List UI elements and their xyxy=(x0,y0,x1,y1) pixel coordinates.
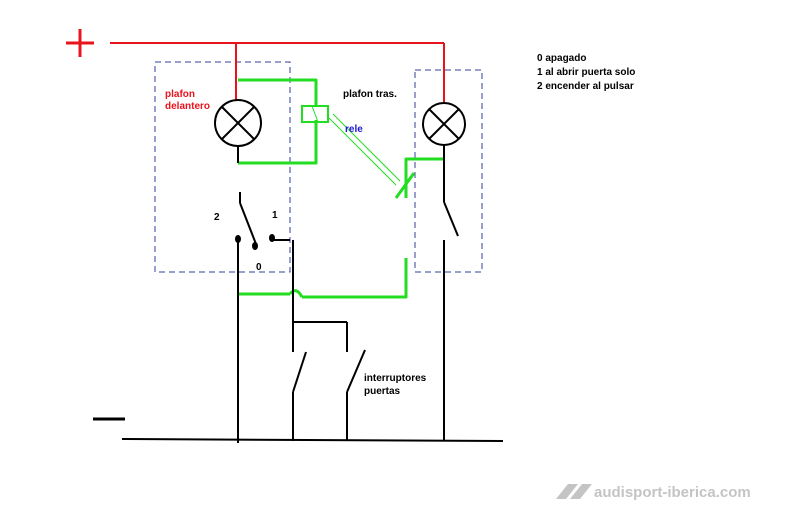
switch-contacts xyxy=(235,234,275,250)
rear-lamp-box xyxy=(414,69,483,273)
door-switches-label-line1: interruptores xyxy=(364,373,427,384)
ground-wiring xyxy=(121,145,504,443)
relay-label: rele xyxy=(345,124,363,135)
door-switches-label-line2: puertas xyxy=(364,386,401,397)
front-lamp-label-line2: delantero xyxy=(165,101,210,112)
front-lamp-label-line1: plafon xyxy=(165,89,195,100)
watermark-logo xyxy=(556,484,592,499)
positive-symbol xyxy=(66,29,94,57)
rear-lamp-label: plafon tras. xyxy=(343,89,397,100)
relay-wire xyxy=(238,78,444,299)
switch-pos-0-label: 0 xyxy=(256,262,262,273)
rear-lamp-symbol xyxy=(422,102,466,146)
relay-link xyxy=(328,113,401,186)
front-lamp-box xyxy=(154,61,291,273)
switch-pos-1-label: 1 xyxy=(272,210,278,221)
legend-line: 1 al abrir puerta solo xyxy=(537,67,635,78)
legend-line: 0 apagado xyxy=(537,53,586,64)
legend-line: 2 encender al pulsar xyxy=(537,81,634,92)
watermark-text: audisport-iberica.com xyxy=(594,484,751,501)
switch-pos-2-label: 2 xyxy=(214,212,220,223)
relay-coil-mark xyxy=(311,105,319,123)
front-lamp-symbol xyxy=(214,99,262,147)
relay-coil xyxy=(301,105,329,123)
relay-contact xyxy=(394,172,416,199)
positive-wire xyxy=(110,42,445,102)
legend: 0 apagado 1 al abrir puerta solo 2 encen… xyxy=(537,53,635,92)
